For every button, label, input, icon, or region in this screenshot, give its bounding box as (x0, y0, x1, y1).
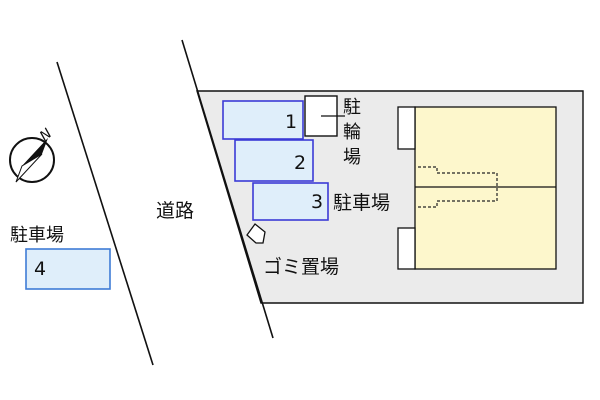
building (397, 106, 557, 270)
parking-space-4 (25, 248, 111, 290)
balcony-outline (418, 166, 498, 208)
parking-space-2-number: 2 (294, 152, 306, 174)
parking-space-3-number: 3 (311, 191, 323, 213)
remote-parking-label: 駐車場 (10, 225, 64, 246)
bicycle-parking-label-3: 場 (343, 147, 361, 168)
parking-space-1-number: 1 (285, 111, 297, 133)
bicycle-parking-label-1: 駐 (343, 97, 361, 118)
parking-space-1 (222, 100, 304, 140)
parking-space-4-number: 4 (34, 258, 46, 280)
parking-label: 駐車場 (333, 192, 390, 214)
road-edge-right (181, 39, 274, 339)
parking-space-2 (234, 139, 314, 182)
entrance-lower (397, 227, 416, 270)
garbage-label: ゴミ置場 (263, 256, 339, 278)
compass-icon (9, 137, 55, 183)
garbage-icon (246, 223, 266, 244)
entrance-upper (397, 106, 416, 150)
parking-space-3 (252, 182, 329, 221)
road-edge-left (56, 61, 154, 366)
bicycle-parking-label-2: 輪 (343, 122, 361, 143)
road-label: 道路 (156, 200, 194, 222)
